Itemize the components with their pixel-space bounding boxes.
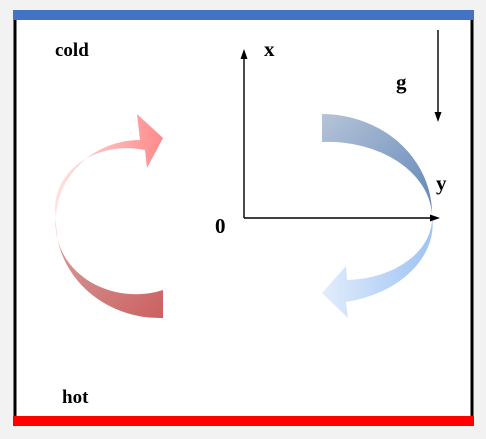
x-axis-label: x bbox=[264, 37, 275, 61]
hot-label: hot bbox=[62, 387, 89, 408]
cold-plume-upper bbox=[322, 114, 433, 215]
cold-circulation-arrow bbox=[322, 215, 433, 318]
cold-label: cold bbox=[55, 40, 89, 61]
y-axis-label: y bbox=[436, 171, 447, 195]
gravity-label: g bbox=[396, 70, 407, 94]
cold-wall bbox=[13, 10, 474, 20]
origin-label: 0 bbox=[215, 214, 226, 238]
hot-wall bbox=[13, 416, 474, 426]
hot-plume-lower bbox=[55, 218, 163, 319]
gravity-arrowhead bbox=[434, 112, 442, 122]
x-axis-arrowhead bbox=[240, 49, 248, 59]
y-axis-arrowhead bbox=[430, 214, 440, 222]
hot-circulation-arrow bbox=[55, 114, 164, 218]
